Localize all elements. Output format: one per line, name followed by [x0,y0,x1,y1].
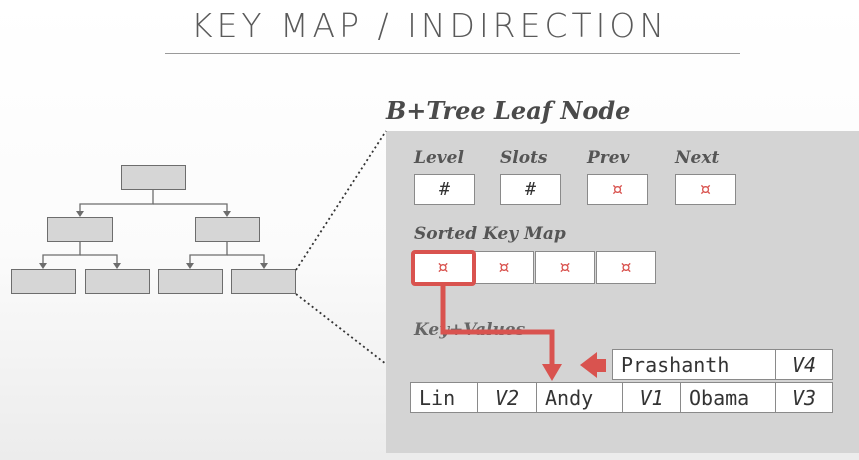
btree-leaf-node [158,269,223,294]
key-map-slot: ¤ [596,251,656,284]
prev-label: Prev [587,148,630,168]
next-pointer-field: ¤ [675,174,736,205]
pointer-icon: ¤ [559,257,571,278]
kv-key-cell: Lin [410,382,478,413]
leaf-node-title: B+Tree Leaf Node [386,96,631,125]
next-label: Next [675,148,720,168]
key-map-slot: ¤ [535,251,595,284]
pointer-icon: ¤ [437,257,449,278]
kv-key-cell: Andy [536,382,623,413]
kv-key-cell: Prashanth [612,349,776,380]
btree-inner-node [195,217,260,242]
btree-inner-node [47,217,113,242]
level-field: # [414,174,475,205]
slide-title: KEY MAP / INDIRECTION [190,6,669,45]
indirection-arrowhead [542,364,562,381]
pointer-icon: ¤ [620,257,632,278]
prev-pointer-field: ¤ [587,174,648,205]
btree-root-node [121,165,186,190]
key-map-slot: ¤ [474,251,534,284]
kv-value-cell: V1 [622,382,681,413]
btree-leaf-node [11,269,76,294]
kv-key-cell: Obama [680,382,776,413]
indirection-arrow [440,284,555,366]
btree-leaf-node-highlighted [231,269,296,294]
slots-label: Slots [500,148,548,168]
btree-leaf-node [85,269,150,294]
level-label: Level [414,148,464,168]
zoom-lines [295,130,387,365]
level-value: # [439,179,450,200]
title-divider [165,53,740,54]
slots-value: # [525,179,536,200]
tree-edges [42,190,265,264]
insert-arrow-icon [580,352,606,378]
pointer-icon: ¤ [612,179,623,200]
tree-edge-arrowheads [39,211,268,269]
kv-value-cell: V4 [775,349,833,380]
slots-field: # [500,174,561,205]
kv-value-cell: V2 [477,382,537,413]
pointer-icon: ¤ [700,179,711,200]
kv-value-cell: V3 [775,382,833,413]
sorted-key-map-label: Sorted Key Map [414,224,566,244]
key-map-highlight [411,250,476,286]
pointer-icon: ¤ [498,257,510,278]
